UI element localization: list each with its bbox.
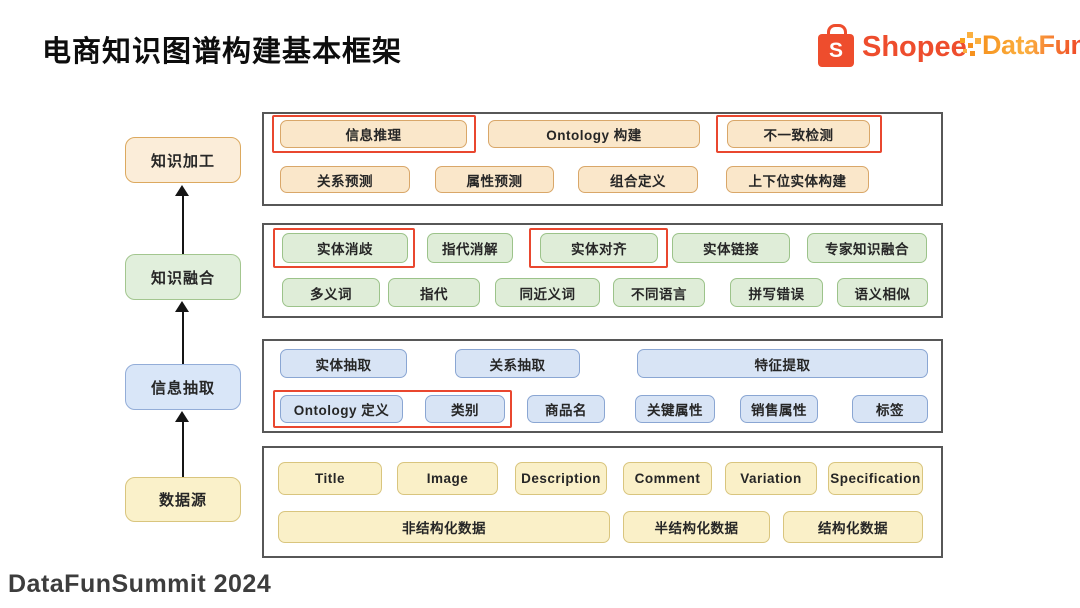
box-coreference-resolution: 指代消解 <box>427 233 513 263</box>
page-title: 电商知识图谱构建基本框架 <box>42 36 403 68</box>
box-different-languages: 不同语言 <box>613 278 705 307</box>
arrow-up-icon <box>175 185 189 196</box>
stage-knowledge-fusion: 知识融合 <box>125 254 241 300</box>
highlight-rect <box>273 390 512 428</box>
box-feature-extraction: 特征提取 <box>637 349 928 378</box>
box-key-attributes: 关键属性 <box>635 395 715 423</box>
shopee-logo: S Shopee <box>816 23 967 73</box>
stage-data-source: 数据源 <box>125 477 241 522</box>
highlight-rect <box>273 228 415 268</box>
box-entity-linking: 实体链接 <box>672 233 790 263</box>
box-hypernym-entity-construction: 上下位实体构建 <box>726 166 869 193</box>
box-comment: Comment <box>623 462 712 495</box>
highlight-rect <box>529 228 668 268</box>
box-sales-attributes: 销售属性 <box>740 395 818 423</box>
box-polysemy: 多义词 <box>282 278 380 307</box>
box-unstructured-data: 非结构化数据 <box>278 511 610 543</box>
highlight-rect <box>272 115 476 153</box>
box-category: 类别 <box>425 395 505 423</box>
arrow-up-icon <box>175 301 189 312</box>
box-entity-alignment: 实体对齐 <box>540 233 658 263</box>
box-title: Title <box>278 462 382 495</box>
shopee-bag-initial: S <box>828 38 843 62</box>
box-variation: Variation <box>725 462 817 495</box>
box-expert-knowledge-fusion: 专家知识融合 <box>807 233 927 263</box>
box-image: Image <box>397 462 498 495</box>
stage-knowledge-processing: 知识加工 <box>125 137 241 183</box>
shopee-wordmark: Shopee <box>862 31 967 63</box>
box-ontology-construction: Ontology 构建 <box>488 120 700 148</box>
box-inconsistency-detection: 不一致检测 <box>727 120 870 148</box>
highlight-rect <box>716 115 882 153</box>
box-relation-prediction: 关系预测 <box>280 166 410 193</box>
arrow-up-icon <box>175 411 189 422</box>
box-synonyms: 同近义词 <box>495 278 600 307</box>
footer-event-label: DataFunSummit 2024 <box>8 570 272 598</box>
shopee-bag-icon: S <box>818 24 854 67</box>
box-description: Description <box>515 462 607 495</box>
box-entity-disambiguation: 实体消歧 <box>282 233 408 263</box>
box-ontology-definition: Ontology 定义 <box>280 395 403 423</box>
box-semantic-similarity: 语义相似 <box>837 278 928 307</box>
box-product-name: 商品名 <box>527 395 605 423</box>
datafun-logo: DataFun. <box>960 30 1080 72</box>
datafun-wordmark: DataFun. <box>982 30 1080 61</box>
box-composition-definition: 组合定义 <box>578 166 698 193</box>
box-spelling-errors: 拼写错误 <box>730 278 823 307</box>
box-reference: 指代 <box>388 278 480 307</box>
box-structured-data: 结构化数据 <box>783 511 923 543</box>
box-entity-extraction: 实体抽取 <box>280 349 407 378</box>
box-specification: Specification <box>828 462 923 495</box>
stage-information-extraction: 信息抽取 <box>125 364 241 410</box>
box-tags: 标签 <box>852 395 928 423</box>
box-relation-extraction: 关系抽取 <box>455 349 580 378</box>
box-info-reasoning: 信息推理 <box>280 120 467 148</box>
box-attribute-prediction: 属性预测 <box>435 166 554 193</box>
box-semi-structured-data: 半结构化数据 <box>623 511 770 543</box>
